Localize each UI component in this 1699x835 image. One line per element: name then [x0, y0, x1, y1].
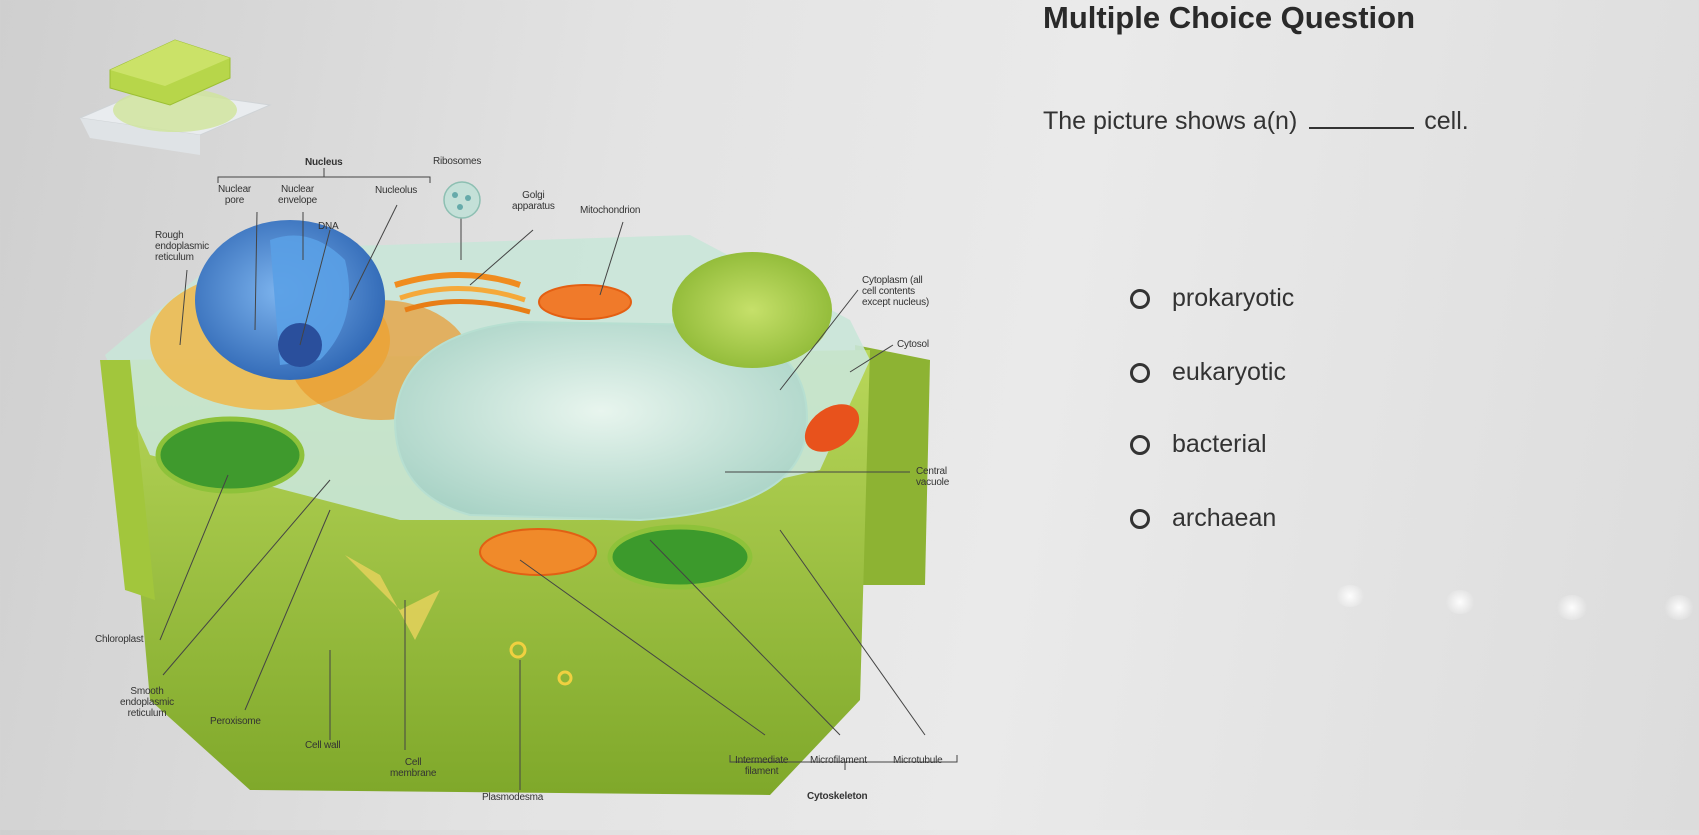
label-chloroplast: Chloroplast: [95, 634, 144, 645]
label-cytoskeleton: Cytoskeleton: [807, 791, 868, 802]
radio-button-icon[interactable]: [1130, 434, 1150, 455]
option-label: archaean: [1172, 504, 1277, 532]
label-nucleus: Nucleus: [305, 157, 343, 168]
label-ribosomes: Ribosomes: [433, 156, 482, 167]
plant-cell-body: [100, 220, 930, 795]
label-cytosol: Cytosol: [897, 339, 929, 350]
label-smooth-er: Smooth endoplasmic reticulum: [120, 686, 174, 719]
glare-dot: [1556, 595, 1588, 620]
ribosome-icon: [443, 181, 481, 219]
plant-cell-illustration: [78, 39, 958, 795]
answer-blank: [1309, 123, 1415, 129]
label-plasmodesma: Plasmodesma: [482, 792, 544, 803]
label-peroxisome: Peroxisome: [210, 716, 261, 727]
option-eukaryotic[interactable]: eukaryotic: [1130, 358, 1286, 387]
option-prokaryotic[interactable]: prokaryotic: [1130, 284, 1294, 313]
label-nuclear-pore: Nuclear pore: [218, 184, 252, 206]
question-prompt: The picture shows a(n) cell.: [1043, 107, 1469, 136]
label-dna: DNA: [318, 221, 339, 232]
radio-button-icon[interactable]: [1130, 288, 1150, 309]
label-cell-membrane: Cell membrane: [390, 757, 437, 779]
label-central-vacuole: Central vacuole: [916, 466, 950, 488]
label-microfilament: Microfilament: [810, 755, 867, 766]
option-label: bacterial: [1172, 430, 1267, 458]
glare-dot: [1335, 585, 1365, 607]
label-cytoplasm: Cytoplasm (all cell contents except nucl…: [862, 275, 930, 308]
option-label: eukaryotic: [1172, 358, 1286, 386]
leader-lines: [159, 168, 958, 790]
question-title: Multiple Choice Question: [1043, 0, 1416, 35]
label-golgi-apparatus: Golgi apparatus: [512, 190, 555, 212]
option-label: prokaryotic: [1172, 284, 1295, 312]
option-archaean[interactable]: archaean: [1130, 504, 1276, 533]
label-mitochondrion: Mitochondrion: [580, 205, 641, 216]
prompt-after: cell.: [1424, 107, 1469, 135]
cell-thumbnail-icon: [78, 39, 272, 155]
prompt-before: The picture shows a(n): [1043, 107, 1298, 135]
radio-button-icon[interactable]: [1130, 508, 1150, 529]
label-intermediate-filament: Intermediate filament: [735, 755, 789, 777]
glare-dot: [1664, 595, 1694, 620]
label-nuclear-envelope: Nuclear envelope: [278, 184, 317, 206]
label-nucleolus: Nucleolus: [375, 185, 418, 196]
label-rough-er: Rough endoplasmic reticulum: [155, 230, 209, 263]
label-cell-wall: Cell wall: [305, 740, 341, 751]
label-microtubule: Microtubule: [893, 755, 943, 766]
option-bacterial[interactable]: bacterial: [1130, 430, 1267, 459]
radio-button-icon[interactable]: [1130, 362, 1150, 383]
glare-dot: [1445, 590, 1475, 614]
plant-cell-diagram: Nucleus Ribosomes Nuclear pore Nuclear e…: [78, 39, 958, 803]
